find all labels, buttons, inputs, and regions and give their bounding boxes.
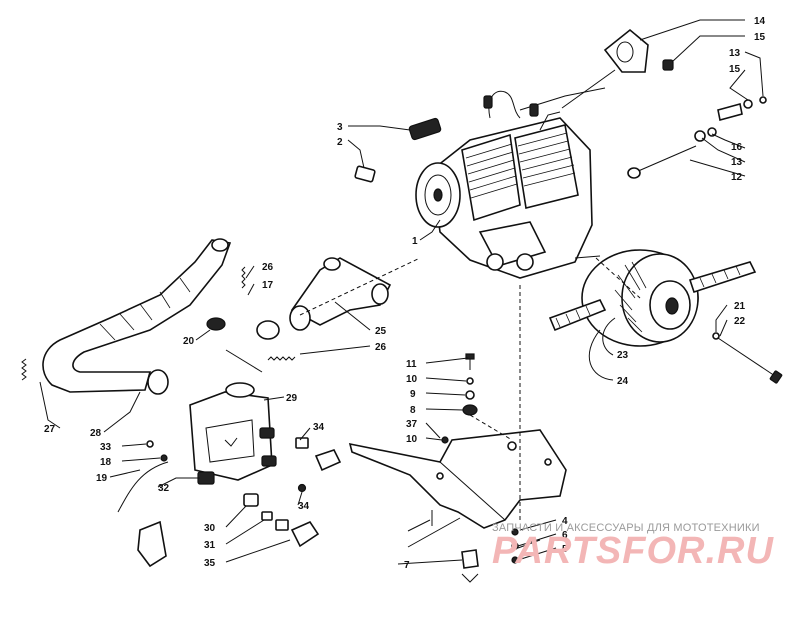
callout-8: 8: [410, 405, 416, 416]
callout-13-top: 13: [729, 48, 741, 59]
callout-28: 29: [286, 393, 298, 404]
callout-24: 24: [617, 376, 629, 387]
callout-34-top: 34: [313, 422, 325, 433]
engine-assembly: [415, 87, 606, 279]
callout-23: 20: [183, 336, 195, 347]
drive-clutch: [548, 249, 783, 384]
callout-10-bottom: 10: [406, 434, 418, 445]
watermark-caption: ЗАПЧАСТИ И АКСЕССУАРЫ ДЛЯ МОТОТЕХНИКИ: [492, 522, 760, 534]
engine-mount-plate: [348, 353, 567, 583]
callout-11: 11: [406, 359, 417, 370]
callout-25: 25: [375, 326, 387, 337]
leader-lines: [39, 19, 764, 565]
callout-5: 5: [562, 544, 568, 555]
callout-12: 12: [731, 172, 743, 183]
watermark-logo: PARTSFOR.RU: [492, 530, 774, 572]
callout-30: 31: [204, 540, 216, 551]
callout-21: 22: [734, 316, 746, 327]
engine-damper-3: [408, 117, 442, 141]
callout-26-top: 26: [262, 262, 274, 273]
callout-4: 4: [562, 516, 568, 527]
callout-10-top: 10: [406, 374, 418, 385]
assembly-centerlines: [225, 69, 641, 520]
callout-32: 33: [100, 442, 112, 453]
callout-22: 23: [617, 350, 629, 361]
callout-34-bottom: 35: [204, 558, 216, 569]
callout-13-mid: 13: [731, 157, 743, 168]
callout-15-mid: 16: [731, 142, 743, 153]
callout-26-left: 27: [44, 424, 56, 435]
muffler-assembly: [117, 382, 342, 568]
callout-18: 17: [262, 280, 274, 291]
callout-2: 2: [337, 137, 343, 148]
callout-7: 7: [404, 560, 410, 571]
callout-1: 1: [412, 236, 418, 247]
callout-27: 28: [90, 428, 102, 439]
exhaust-system: [21, 238, 392, 395]
callout-15-top: 15: [729, 64, 741, 75]
callout-numbers: 14 15 13 15 16 13 12 3 2 1 21 22 23 24 2…: [44, 16, 766, 571]
callout-16: 14: [754, 16, 766, 27]
callout-17: 15: [754, 32, 766, 43]
callout-26-mid: 26: [375, 342, 387, 353]
engine-damper-2: [354, 165, 376, 183]
callout-36: 37: [406, 419, 418, 430]
callout-14: 18: [100, 457, 112, 468]
callout-29: 30: [204, 523, 216, 534]
callout-6: 6: [562, 530, 568, 541]
callout-33: 34: [298, 501, 310, 512]
callout-19: 19: [96, 473, 108, 484]
callout-9: 9: [410, 389, 416, 400]
engine-mount-bracket: [603, 28, 767, 179]
callout-20: 21: [734, 301, 746, 312]
callout-31: 32: [158, 483, 170, 494]
callout-3: 3: [337, 122, 343, 133]
